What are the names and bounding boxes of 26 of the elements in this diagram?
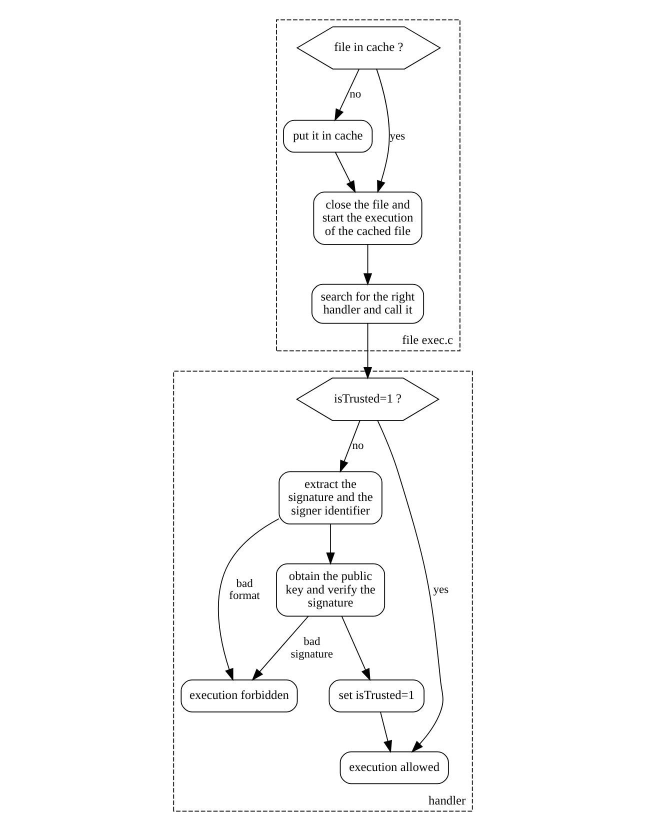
arrow	[362, 244, 372, 286]
edge-label: no	[349, 88, 361, 101]
arrow	[376, 420, 443, 753]
arrow	[251, 616, 308, 681]
arrow	[339, 420, 360, 473]
arrow	[362, 322, 372, 380]
node-box: search for the right handler and call it	[310, 284, 424, 324]
node-box: extract the signature and the signer identifier	[278, 471, 382, 524]
arrow	[340, 616, 370, 682]
node-box: put it in cache	[282, 120, 372, 153]
node-box: execution forbidden	[180, 680, 298, 712]
edge-label: bad format	[228, 578, 260, 602]
arrow	[380, 712, 392, 753]
edge-label: yes	[389, 130, 405, 142]
arrow	[217, 518, 279, 682]
edge-label: yes	[432, 584, 448, 596]
node-box: obtain the public key and verify the signature	[276, 563, 385, 617]
edge-label: no	[352, 440, 364, 452]
node-box: execution allowed	[339, 751, 448, 784]
node-box: close the file and start the execution of the cached file	[312, 192, 422, 245]
node-box: set isTrusted=1	[328, 680, 424, 712]
arrow	[334, 68, 359, 122]
edge-label: bad signature	[290, 636, 333, 660]
arrow	[376, 68, 390, 194]
arrow	[326, 524, 334, 565]
arrow	[334, 152, 356, 194]
